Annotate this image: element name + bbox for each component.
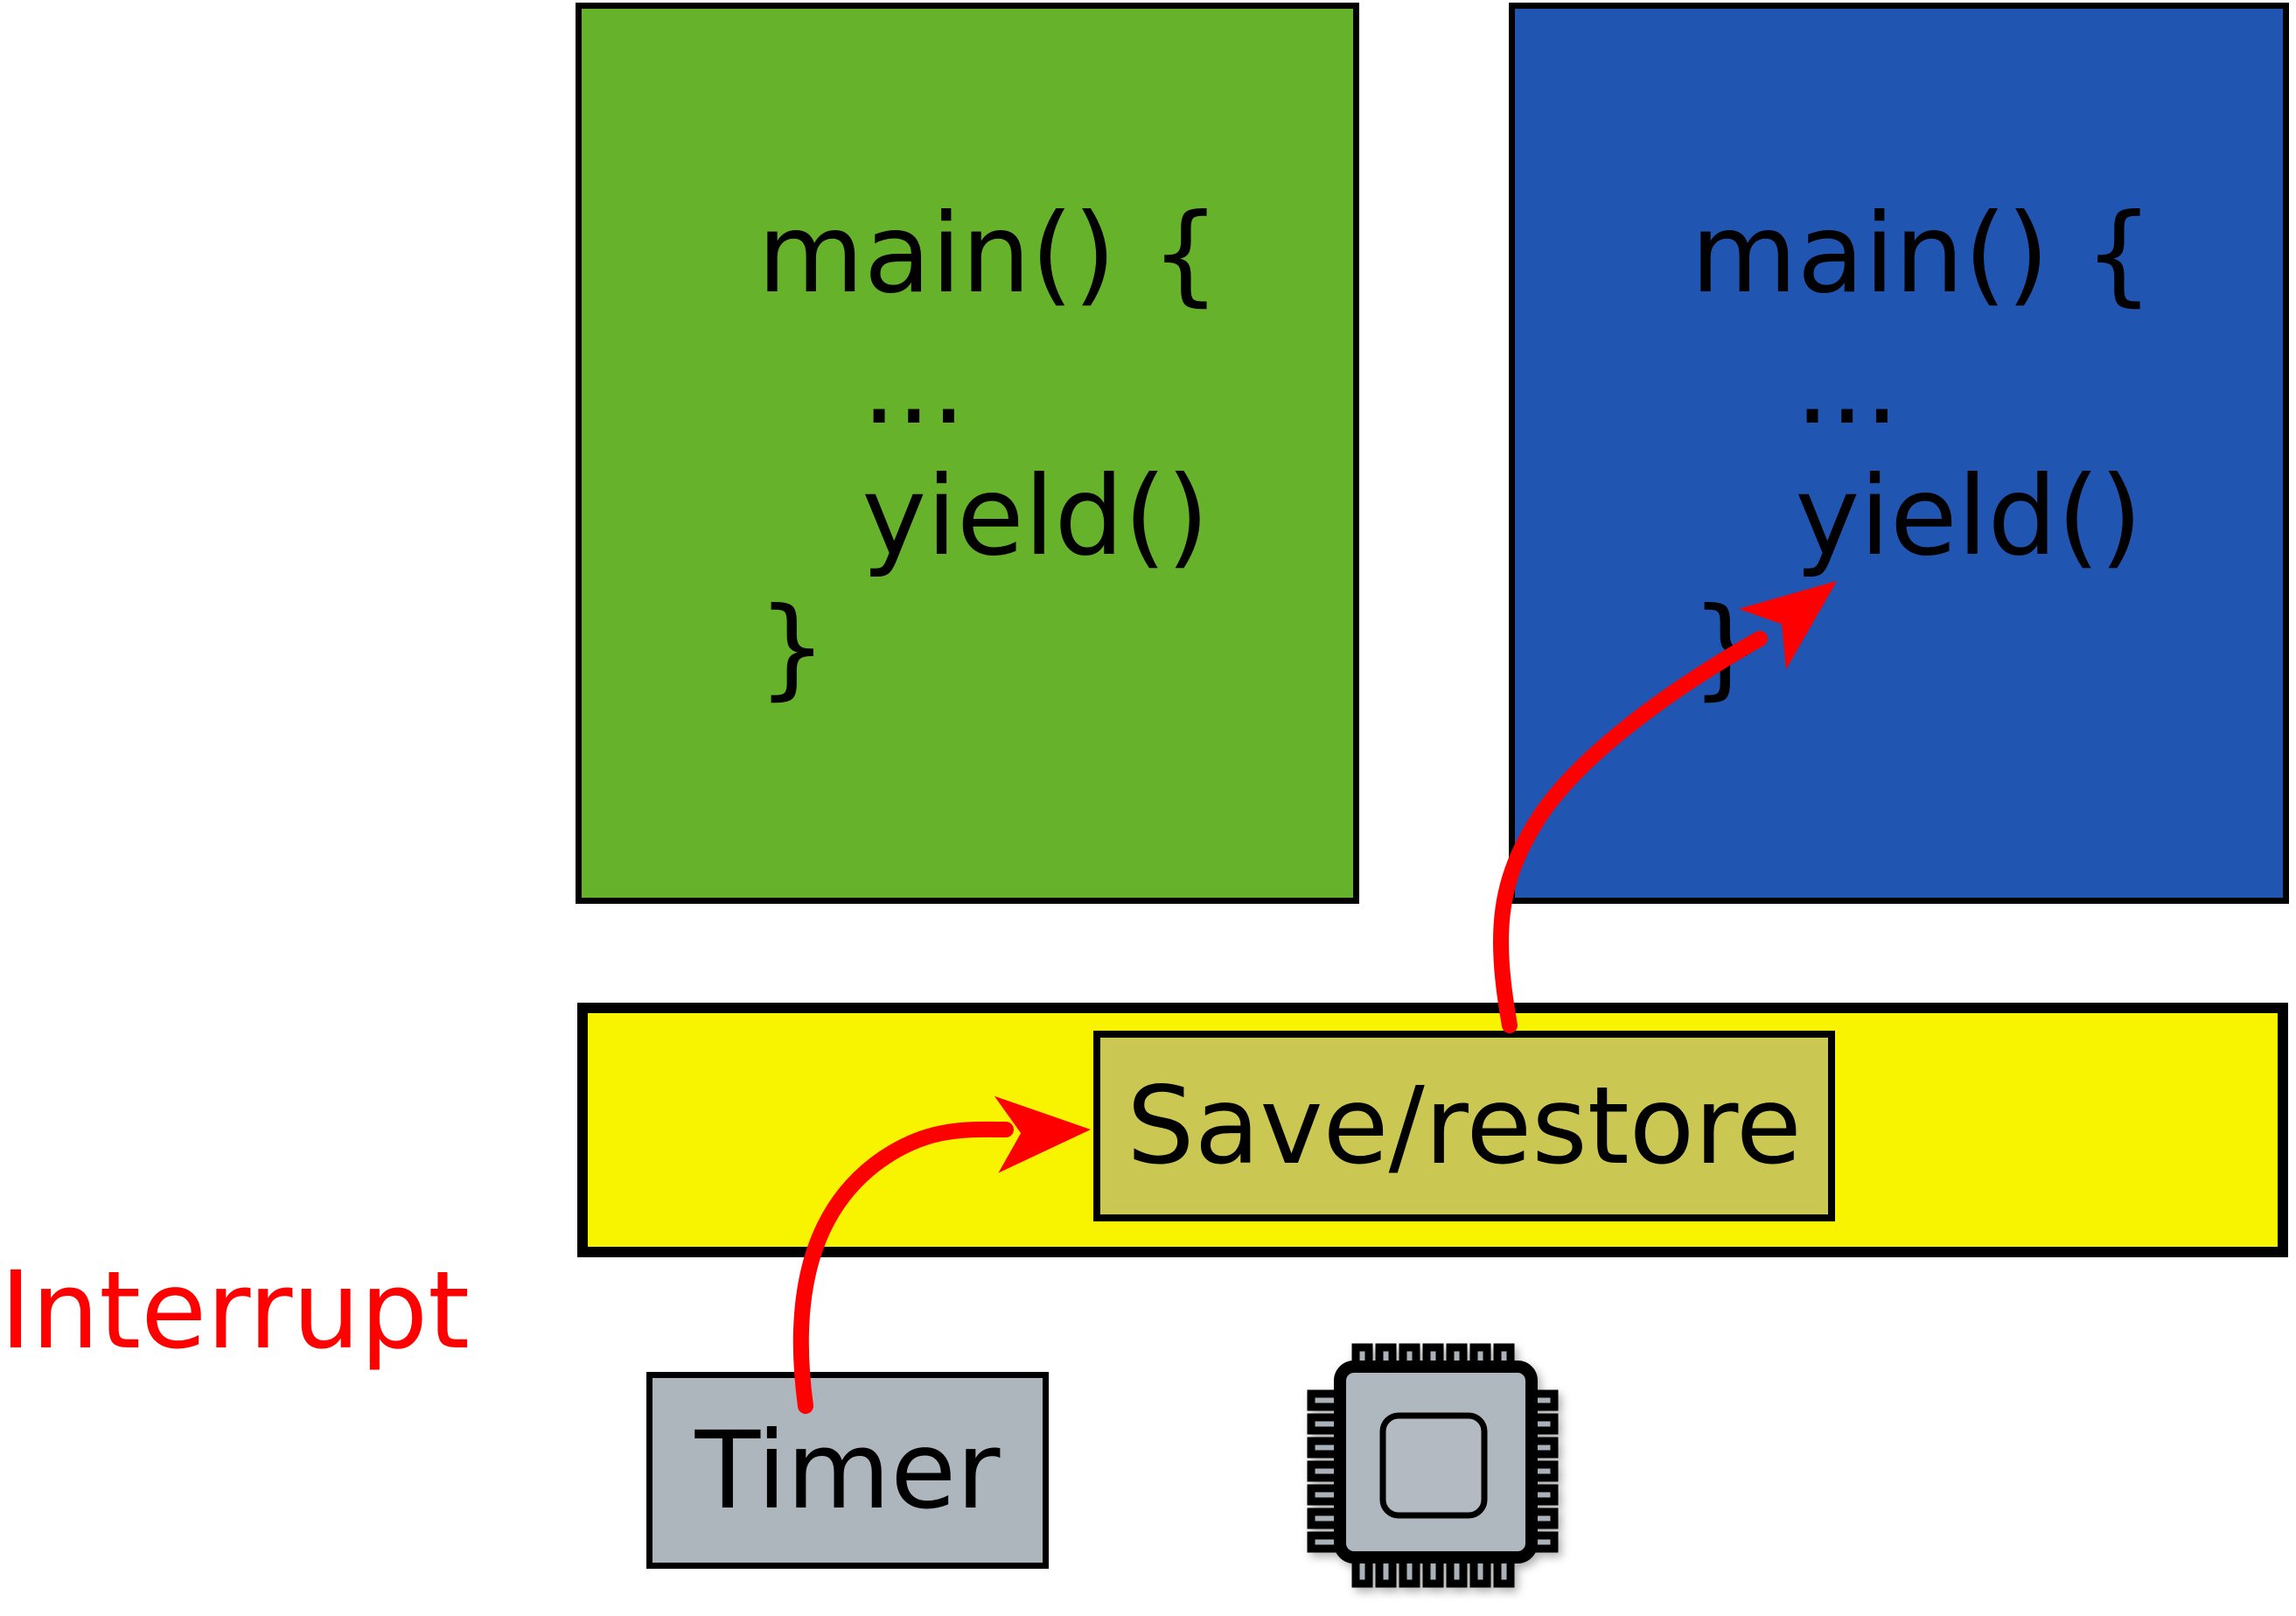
task-green-code: main() { ... yield() } — [757, 191, 1221, 711]
chip-die — [1379, 1412, 1488, 1519]
timer-box: Timer — [646, 1372, 1049, 1569]
save-restore-label: Save/restore — [1127, 1064, 1802, 1188]
interrupt-label: Interrupt — [0, 1249, 470, 1373]
timer-label: Timer — [694, 1408, 1001, 1533]
save-restore-box: Save/restore — [1093, 1031, 1835, 1221]
task-blue-box: main() { ... yield() } — [1509, 3, 2289, 904]
cpu-chip-icon — [1307, 1343, 1559, 1588]
task-blue-code: main() { ... yield() } — [1691, 191, 2154, 711]
task-green-box: main() { ... yield() } — [576, 3, 1359, 904]
